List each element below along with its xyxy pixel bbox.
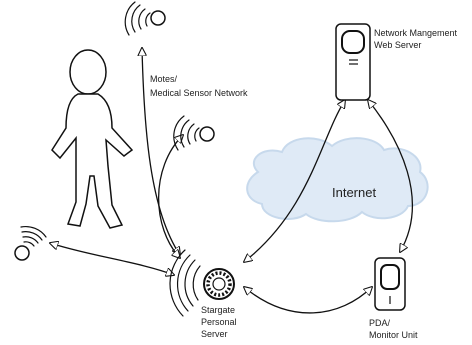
internet-label: Internet xyxy=(332,185,376,200)
pda-label: PDA/ Monitor Unit xyxy=(369,318,418,340)
stargate-dotted-ring xyxy=(206,271,232,297)
edge-server-to-webserver xyxy=(244,100,345,262)
edge-mote-left-to-server xyxy=(50,243,174,275)
stargate-inner xyxy=(212,277,226,291)
connections xyxy=(50,48,414,314)
cloud-shape xyxy=(246,137,429,223)
mote-sensor-middle xyxy=(173,115,215,151)
edge-mote-top-to-server xyxy=(142,48,180,255)
stargate-label: Stargate Personal Server xyxy=(201,305,239,339)
patient-figure xyxy=(51,49,134,229)
internet-cloud: Internet xyxy=(246,137,429,223)
figure-head xyxy=(69,49,107,95)
motes-label: Motes/ Medical Sensor Network xyxy=(150,74,248,98)
mote-sensor-top xyxy=(124,1,166,36)
edge-webserver-to-pda xyxy=(368,100,414,252)
web-server-device xyxy=(335,23,371,101)
figure-body xyxy=(51,93,134,229)
web-server-label: Network Mangement Web Server xyxy=(374,28,460,50)
stargate-server xyxy=(169,249,235,317)
edge-server-to-pda xyxy=(244,287,372,314)
mote-left-node xyxy=(14,245,30,261)
mote-middle-node xyxy=(199,126,215,142)
mote-sensor-left xyxy=(14,225,47,261)
pda-device xyxy=(374,257,406,311)
mote-top-node xyxy=(150,10,166,26)
